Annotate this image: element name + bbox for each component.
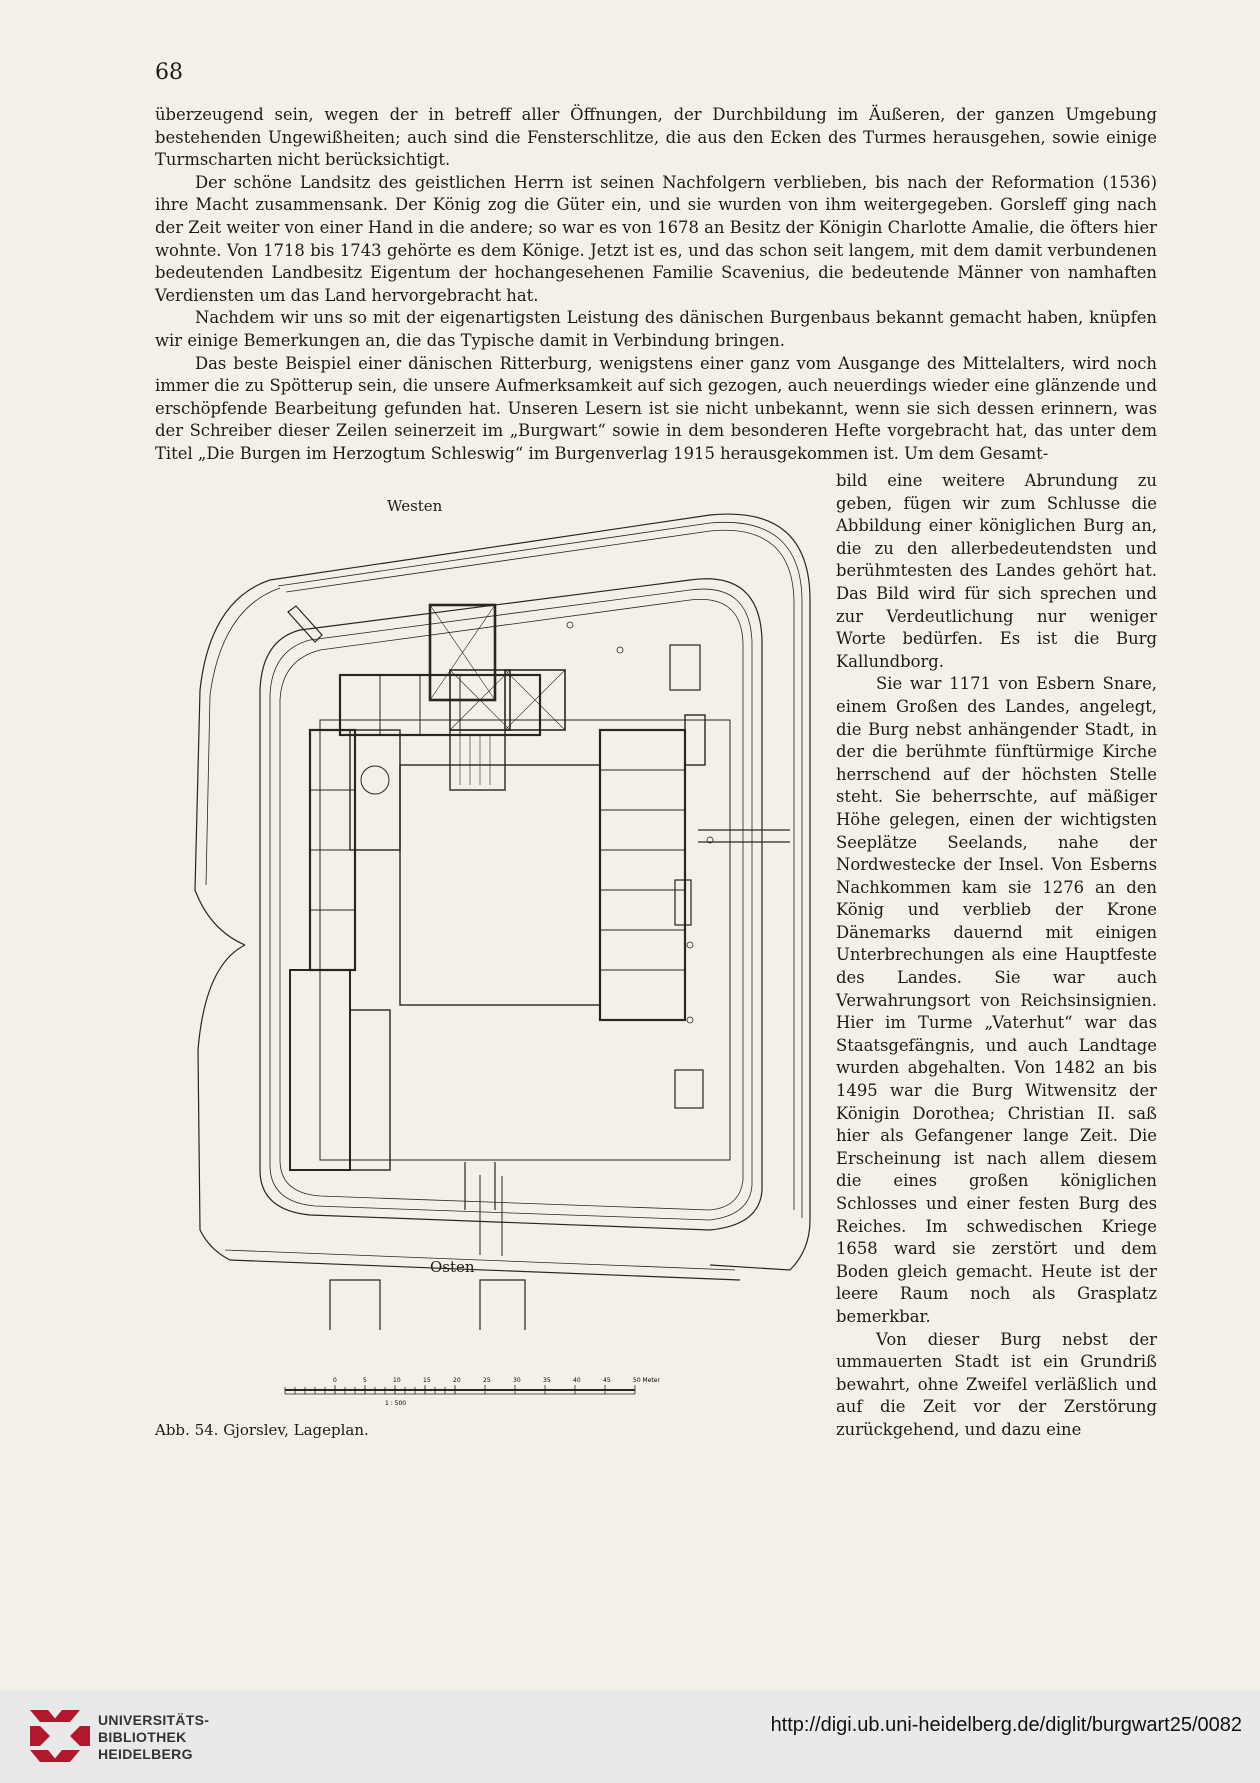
- scale-tick-label: 20: [453, 1377, 461, 1384]
- library-name-line: HEIDELBERG: [98, 1746, 193, 1762]
- logo-segment: [30, 1726, 50, 1746]
- scale-tick-label: 5: [363, 1377, 367, 1384]
- logo-segment: [30, 1710, 58, 1722]
- library-name-line: UNIVERSITÄTS-: [98, 1712, 210, 1728]
- page-number: 68: [155, 60, 183, 85]
- label-west: Westen: [387, 497, 443, 515]
- scale-tick-label: 10: [393, 1377, 401, 1384]
- logo-segment: [52, 1750, 80, 1762]
- scale-tick-label: 30: [513, 1377, 521, 1384]
- paragraph: Der schöne Landsitz des geistlichen Herr…: [155, 172, 1157, 305]
- scale-tick-label: 15: [423, 1377, 431, 1384]
- scale-tick-label: 25: [483, 1377, 491, 1384]
- side-column-text: bild eine weitere Abrundung zu geben, fü…: [836, 470, 1157, 1442]
- scale-tick-label: 40: [573, 1377, 581, 1384]
- figure-caption: Abb. 54. Gjorslev, Lageplan.: [155, 1421, 369, 1439]
- paragraph: Von dieser Burg nebst der ummauerten Sta…: [836, 1329, 1157, 1439]
- library-name: UNIVERSITÄTS- BIBLIOTHEK HEIDELBERG: [98, 1712, 209, 1763]
- paragraph: bild eine weitere Abrundung zu geben, fü…: [836, 471, 1157, 671]
- document-page: 68 überzeugend sein, wegen der in betref…: [155, 60, 1157, 1442]
- scale-tick-label: 0: [333, 1377, 337, 1384]
- source-url[interactable]: http://digi.ub.uni-heidelberg.de/diglit/…: [770, 1714, 1242, 1736]
- scale-tick-label: 35: [543, 1377, 551, 1384]
- logo-segment: [30, 1750, 58, 1762]
- logo-segment: [70, 1726, 90, 1746]
- paragraph: Nachdem wir uns so mit der eigenartigste…: [155, 308, 1157, 350]
- paragraph: Das beste Beispiel einer dänischen Ritte…: [155, 353, 1157, 463]
- library-footer: UNIVERSITÄTS- BIBLIOTHEK HEIDELBERG http…: [0, 1690, 1260, 1783]
- library-name-line: BIBLIOTHEK: [98, 1729, 187, 1745]
- main-text: überzeugend sein, wegen der in betreff a…: [155, 104, 1157, 466]
- scale-ratio: 1 : 500: [385, 1400, 406, 1407]
- logo-segment: [52, 1710, 80, 1722]
- scale-tick-label: 50 Meter: [633, 1377, 660, 1384]
- scale-bar: 0 5 10 15 20 25 30 35 40 45 50 Meter 1 : 500: [284, 1377, 660, 1407]
- scale-tick-label: 45: [603, 1377, 611, 1384]
- paragraph: überzeugend sein, wegen der in betreff a…: [155, 105, 1157, 170]
- paragraph: Sie war 1171 von Esbern Snare, einem Gro…: [836, 674, 1157, 1326]
- university-library-logo-icon: [30, 1710, 90, 1762]
- site-plan-figure: 0 5 10 15 20 25 30 35 40 45 50 Meter 1 : 500: [194, 513, 811, 1407]
- label-east: Osten: [430, 1258, 475, 1276]
